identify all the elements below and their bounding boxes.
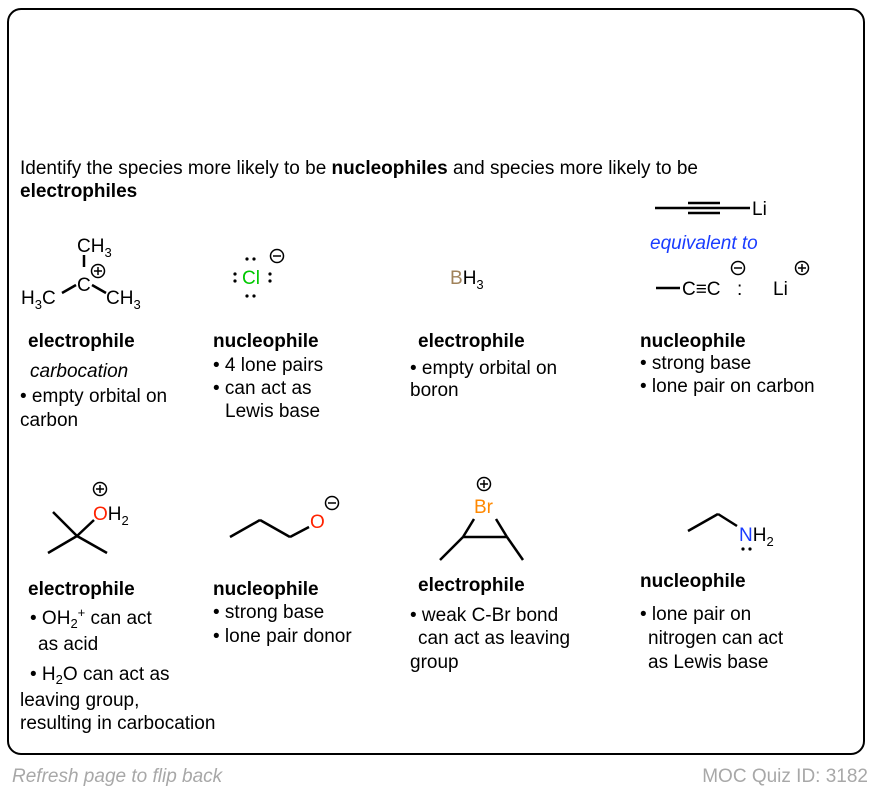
minus-charge-icon: [324, 495, 340, 511]
answer-line: • can act as: [213, 378, 312, 399]
answer-line: leaving group,: [20, 690, 140, 711]
answer-line: • 4 lone pairs: [213, 355, 324, 376]
minus-charge-icon: [730, 260, 746, 276]
svg-text:Br: Br: [474, 497, 494, 518]
chloride: Cl: [233, 248, 285, 298]
answer-line: • H2O can act as: [30, 664, 170, 686]
answer-line: can act as leaving: [418, 628, 571, 649]
subscript: 2: [55, 672, 63, 687]
answer-label-5: electrophile: [28, 579, 135, 600]
svg-text:Cl: Cl: [242, 268, 260, 289]
answer-line: • weak C-Br bond: [410, 605, 559, 626]
acetylide: Li equivalent to C≡C : Li: [650, 199, 810, 300]
answer-line: • lone pair donor: [213, 626, 352, 647]
svg-text::: :: [737, 279, 742, 300]
answer-line: boron: [410, 380, 459, 401]
prompt-bold-electrophiles: electrophiles: [20, 181, 138, 202]
prompt-text: Identify the species more likely to be: [20, 158, 332, 179]
answer-label-6: nucleophile: [213, 579, 319, 600]
carbocation: CH3 C H3C CH3: [21, 236, 141, 312]
borane: BH3: [450, 268, 484, 292]
answer-line: • strong base: [213, 602, 325, 623]
answer-line: • empty orbital on: [20, 386, 168, 407]
svg-text:Li: Li: [752, 199, 767, 220]
answer-label-8: nucleophile: [640, 571, 746, 592]
svg-text:C: C: [77, 275, 91, 296]
answer-label-2: nucleophile: [213, 331, 319, 352]
answer-label-1: electrophile: [28, 331, 135, 352]
plus-charge-icon: [90, 263, 106, 279]
prompt-text-2: and species more likely to be: [447, 158, 698, 179]
svg-text:C≡C: C≡C: [682, 279, 721, 300]
ethylamine: NH2: [739, 525, 774, 551]
answer-line: • lone pair on: [640, 604, 752, 625]
svg-text:NH2: NH2: [739, 525, 774, 549]
answer-line: • OH2+ can act: [30, 605, 152, 631]
bonds: [47, 201, 750, 561]
subscript: 2: [70, 616, 78, 631]
svg-text:Li: Li: [773, 279, 788, 300]
answer-line: • lone pair on carbon: [640, 376, 815, 397]
svg-text:O: O: [310, 512, 325, 533]
prompt-bold-nucleophiles: nucleophiles: [331, 158, 448, 179]
plus-charge-icon: [794, 260, 810, 276]
answer-line: as acid: [38, 634, 99, 655]
answer-text: • OH: [30, 608, 71, 629]
superscript: +: [77, 605, 86, 620]
answer-line: nitrogen can act: [648, 628, 784, 649]
question-prompt: Identify the species more likely to be n…: [20, 158, 698, 180]
propoxide: O: [310, 495, 340, 533]
answer-line: Lewis base: [225, 401, 321, 422]
svg-text:BH3: BH3: [450, 268, 484, 292]
oxonium: OH2: [92, 481, 129, 528]
answer-line: • strong base: [640, 353, 752, 374]
svg-text:CH3: CH3: [106, 288, 141, 312]
answer-text: can act: [85, 608, 152, 629]
plus-charge-icon: [476, 476, 492, 492]
answer-note-1: carbocation: [30, 361, 129, 382]
svg-text:equivalent to: equivalent to: [650, 233, 758, 254]
answer-text: O can act as: [62, 664, 170, 685]
answer-line: group: [410, 652, 459, 673]
minus-charge-icon: [269, 248, 285, 264]
refresh-hint[interactable]: Refresh page to flip back: [12, 766, 223, 787]
answer-line: resulting in carbocation: [20, 713, 216, 734]
answer-line: carbon: [20, 410, 79, 431]
svg-text:H3C: H3C: [21, 288, 56, 312]
answer-label-4: nucleophile: [640, 331, 746, 352]
plus-charge-icon: [92, 481, 108, 497]
quiz-card[interactable]: [7, 8, 865, 755]
answer-line: • empty orbital on: [410, 358, 558, 379]
answer-label-7: electrophile: [418, 575, 525, 596]
lone-pair-dots: [233, 257, 272, 298]
answer-label-3: electrophile: [418, 331, 525, 352]
bromonium: Br: [474, 476, 494, 518]
svg-text:OH2: OH2: [93, 504, 129, 528]
quiz-id: MOC Quiz ID: 3182: [702, 766, 868, 787]
answer-line: as Lewis base: [648, 652, 769, 673]
answer-text: • H: [30, 664, 56, 685]
svg-text:CH3: CH3: [77, 236, 112, 260]
